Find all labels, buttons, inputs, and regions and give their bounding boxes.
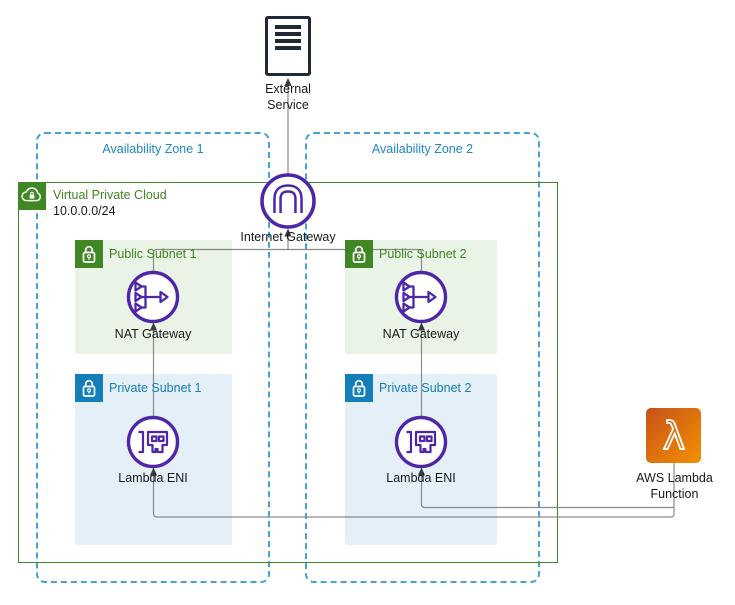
availability-zone-1-label: Availability Zone 1 — [102, 142, 204, 156]
vpc-cidr: 10.0.0.0/24 — [53, 204, 116, 218]
lambda-eni-1-label: Lambda ENI — [118, 471, 188, 485]
edge-nat-igw — [152, 248, 423, 273]
arrowhead — [284, 78, 292, 86]
fan-in-arrow-icon — [126, 270, 180, 324]
lambda-eni-2-label: Lambda ENI — [386, 471, 456, 485]
arrowhead — [417, 322, 426, 331]
network-interface-icon — [394, 415, 448, 469]
padlock-icon — [75, 374, 103, 402]
arrowhead — [149, 467, 158, 476]
arrowhead — [284, 228, 292, 237]
arrowhead — [417, 467, 426, 476]
availability-zone-2-label: Availability Zone 2 — [371, 142, 474, 156]
external-service-label: External Service — [265, 82, 311, 112]
nat-gateway-2-node — [393, 269, 449, 325]
lambda-function-node: λ — [646, 408, 701, 463]
fan-in-arrow-icon — [394, 270, 448, 324]
edge-lambda-eni1 — [152, 463, 675, 518]
network-interface-icon — [126, 415, 180, 469]
availability-zone-1-box: Availability Zone 1 — [36, 132, 270, 583]
internet-gateway-node — [258, 171, 318, 231]
external-service-node — [265, 16, 311, 76]
public-subnet-1-label: Public Subnet 1 — [109, 247, 197, 261]
svg-text:λ: λ — [663, 414, 686, 458]
document-server-icon — [268, 25, 308, 50]
padlock-icon — [345, 240, 373, 268]
private-subnet-2-label: Private Subnet 2 — [379, 381, 472, 395]
internet-gateway-label: Internet Gateway — [240, 230, 336, 244]
arrowhead — [149, 322, 158, 331]
public-subnet-2-label: Public Subnet 2 — [379, 247, 467, 261]
padlock-icon — [345, 374, 373, 402]
nat-gateway-2-label: NAT Gateway — [382, 327, 460, 341]
arch-gateway-icon — [260, 173, 316, 229]
nat-gateway-1-node — [125, 269, 181, 325]
lambda-eni-1-node — [125, 414, 181, 470]
padlock-icon — [75, 240, 103, 268]
cloud-lock-icon — [17, 181, 46, 210]
lambda-icon: λ — [662, 413, 686, 459]
nat-gateway-1-label: NAT Gateway — [114, 327, 192, 341]
lambda-function-label: AWS Lambda Function — [636, 471, 713, 501]
lambda-eni-2-node — [393, 414, 449, 470]
availability-zone-2-box: Availability Zone 2 — [305, 132, 540, 583]
vpc-label: Virtual Private Cloud — [53, 188, 167, 202]
edge-lambda-eni2 — [420, 475, 674, 509]
private-subnet-1-label: Private Subnet 1 — [109, 381, 202, 395]
